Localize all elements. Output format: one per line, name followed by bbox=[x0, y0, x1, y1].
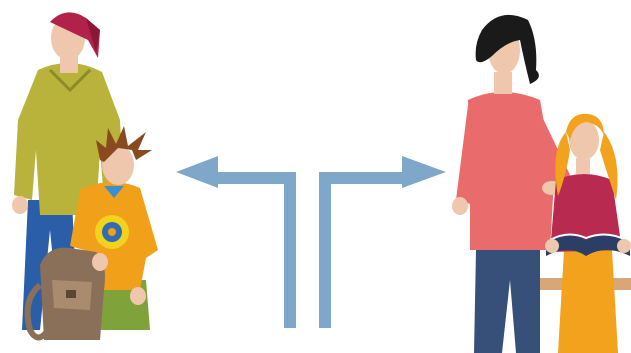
right-arrow bbox=[325, 178, 408, 328]
arrows-illustration bbox=[170, 140, 450, 340]
right-figures-illustration bbox=[440, 0, 631, 353]
left-arrow bbox=[210, 178, 290, 328]
split-arrows bbox=[170, 140, 450, 340]
left-arrowhead bbox=[176, 156, 218, 188]
left-figures-illustration bbox=[0, 0, 170, 353]
right-figure-group bbox=[440, 0, 631, 353]
left-figure-group bbox=[0, 0, 170, 353]
woman-teacher-figure bbox=[452, 15, 570, 353]
